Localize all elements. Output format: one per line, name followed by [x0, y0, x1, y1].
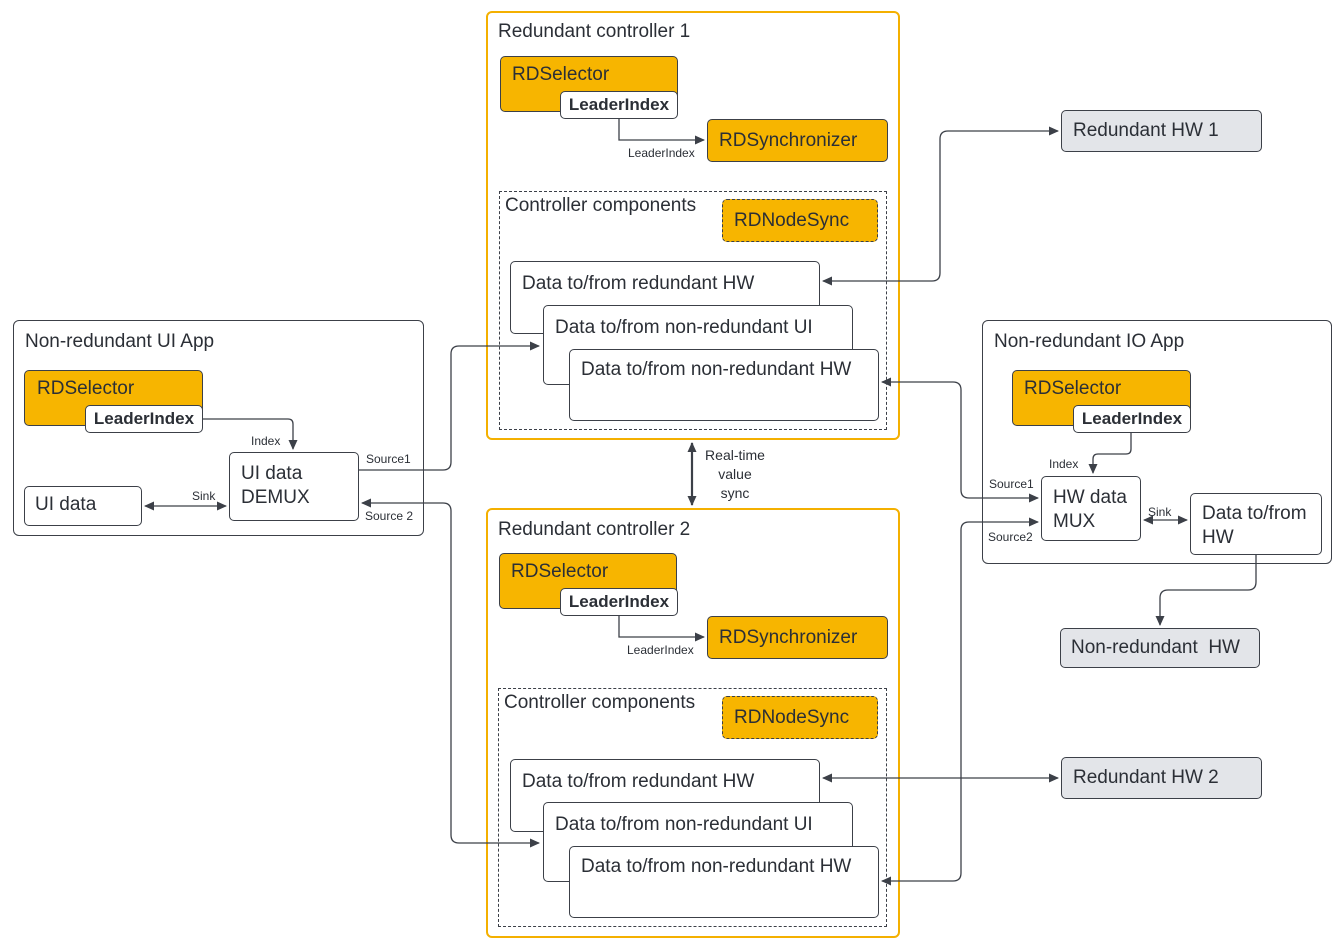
ui-data-demux: UI data DEMUX	[229, 452, 359, 521]
ui-data-demux-line1: UI data	[241, 463, 303, 484]
hw1-link	[822, 126, 1059, 286]
controller-2-data-nonredundant-hw: Data to/from non-redundant HW	[569, 846, 879, 918]
hw-data-mux: HW data MUX	[1041, 476, 1141, 541]
hw-data-mux-line1: HW data	[1053, 487, 1127, 508]
io-app-leaderindex: LeaderIndex	[1073, 405, 1191, 433]
realtime-sync-label: Real-time value sync	[700, 446, 770, 503]
ui-data-demux-line2: DEMUX	[241, 487, 310, 508]
controller-1-title: Redundant controller 1	[498, 21, 691, 42]
controller-2-rdnodesync: RDNodeSync	[722, 696, 878, 739]
ui-app-source1-label: Source1	[366, 452, 411, 466]
hw-data-mux-line2: MUX	[1053, 511, 1096, 532]
controller-1-data-redundant-hw-label: Data to/from redundant HW	[522, 273, 755, 294]
io-source2-link	[881, 517, 1039, 886]
controller-2-leaderindex: LeaderIndex	[560, 588, 678, 616]
controller-2-data-nonredundant-hw-label: Data to/from non-redundant HW	[581, 856, 852, 877]
ui-app-rdselector-label: RDSelector	[37, 378, 135, 399]
io-index-arrow	[1088, 433, 1132, 474]
ui-source2-link	[361, 498, 540, 848]
redundant-hw-2-label: Redundant HW 2	[1073, 767, 1219, 788]
c2-leaderindex-arrow	[618, 616, 705, 642]
io-data-to-from-hw: Data to/from HW	[1190, 493, 1322, 555]
controller-1-rdselector-label: RDSelector	[512, 64, 610, 85]
io-app-index-label: Index	[1049, 457, 1079, 471]
controller-2-data-redundant-hw-label: Data to/from redundant HW	[522, 771, 755, 792]
io-data-hw-line1: Data to/from	[1202, 503, 1307, 524]
sync-line3: sync	[720, 485, 750, 501]
io-hw-arrow	[1155, 555, 1257, 626]
controller-2-leaderindex-edge-label: LeaderIndex	[627, 643, 694, 657]
controller-2-rdsynchronizer-label: RDSynchronizer	[719, 627, 858, 648]
io-app-rdselector-label: RDSelector	[1024, 378, 1122, 399]
io-data-hw-line2: HW	[1202, 527, 1234, 548]
redundant-hw-1-label: Redundant HW 1	[1073, 120, 1219, 141]
nonredundant-hw: Non-redundant HW	[1060, 628, 1260, 668]
redundant-hw-1: Redundant HW 1	[1061, 110, 1262, 152]
sync-line1: Real-time	[705, 447, 765, 463]
controller-2-components-title: Controller components	[504, 692, 696, 713]
ui-app-leaderindex-label: LeaderIndex	[93, 409, 195, 428]
controller-1-leaderindex-label: LeaderIndex	[568, 95, 670, 114]
controller-1-leaderindex: LeaderIndex	[560, 91, 678, 119]
c1-leaderindex-arrow	[618, 119, 705, 145]
ui-app-index-label: Index	[251, 434, 281, 448]
ui-data-box: UI data	[24, 486, 142, 526]
controller-1-data-nonredundant-hw: Data to/from non-redundant HW	[569, 349, 879, 421]
sync-line2: value	[718, 466, 752, 482]
ui-source1-link	[359, 341, 540, 471]
controller-2-data-nonredundant-ui-label: Data to/from non-redundant UI	[555, 814, 813, 835]
nonredundant-hw-label: Non-redundant HW	[1071, 637, 1240, 658]
ui-app-title: Non-redundant UI App	[25, 331, 215, 352]
controller-1-rdnodesync-label: RDNodeSync	[734, 210, 850, 231]
controller-2-leaderindex-label: LeaderIndex	[568, 592, 670, 611]
io-app-title: Non-redundant IO App	[994, 331, 1185, 352]
ui-app-sink-label: Sink	[192, 489, 216, 503]
controller-1-data-nonredundant-hw-label: Data to/from non-redundant HW	[581, 359, 852, 380]
controller-2-title: Redundant controller 2	[498, 519, 691, 540]
ui-index-arrow	[203, 418, 298, 450]
controller-1-leaderindex-edge-label: LeaderIndex	[628, 146, 695, 160]
controller-1-data-nonredundant-ui-label: Data to/from non-redundant UI	[555, 317, 813, 338]
io-source1-link	[881, 377, 1039, 503]
redundant-hw-2: Redundant HW 2	[1061, 757, 1262, 799]
ui-app-leaderindex: LeaderIndex	[85, 405, 203, 433]
io-app-leaderindex-label: LeaderIndex	[1081, 409, 1183, 428]
ui-data-label: UI data	[35, 494, 97, 515]
controller-1-components-title: Controller components	[505, 195, 697, 216]
controller-2-rdnodesync-label: RDNodeSync	[734, 707, 850, 728]
controller-2-rdsynchronizer: RDSynchronizer	[707, 616, 888, 659]
